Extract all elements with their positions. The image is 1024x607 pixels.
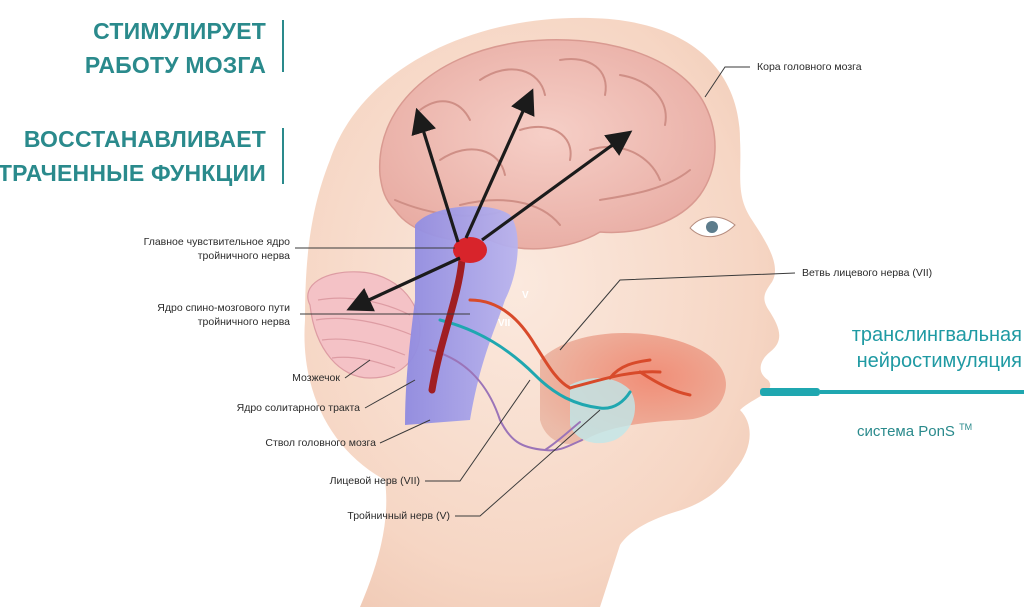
label-main-sensory-nucleus: Главное чувствительное ядро тройничного … (144, 235, 290, 263)
leader-lines (295, 66, 796, 517)
headline-stimulates-line-2: РАБОТУ МОЗГА (84, 52, 266, 78)
product-method-line-1: транслингвальная (851, 324, 1022, 346)
product-method: транслингвальная нейростимуляция (852, 322, 1022, 374)
product-system: система PonS TM (857, 422, 972, 440)
label-main-sensory-nucleus-line-1: Главное чувствительное ядро (143, 236, 290, 248)
spinal-tract (428, 256, 466, 394)
label-facial-nerve: Лицевой нерв (VII) (329, 475, 420, 487)
label-solitary-nucleus: Ядро солитарного тракта (236, 402, 360, 414)
stimulation-arrows (346, 88, 633, 312)
headline-stimulates-rule (282, 20, 284, 72)
headline-restores-line-1: ВОССТАНАВЛИВАЕТ (23, 126, 266, 152)
product-method-line-2: нейростимуляция (856, 350, 1022, 372)
pons-device (760, 388, 1024, 396)
purple-nerve-fibers (429, 349, 583, 452)
label-main-sensory-nucleus-line-2: тройничного нерва (197, 250, 290, 262)
teal-tissue (570, 378, 635, 444)
label-spinal-nucleus: Ядро спино-мозгового пути тройничного не… (157, 301, 290, 329)
product-system-name: система PonS (857, 423, 955, 440)
label-cerebellum: Мозжечок (292, 372, 340, 384)
trigeminal-nerve-path (438, 318, 632, 410)
label-brainstem: Ствол головного мозга (265, 437, 376, 449)
label-cortex: Кора головного мозга (757, 61, 862, 73)
trademark-mark: TM (959, 422, 973, 432)
headline-restores-line-2: УТРАЧЕННЫЕ ФУНКЦИИ (0, 160, 266, 186)
label-spinal-nucleus-line-2: тройничного нерва (197, 316, 290, 328)
nerve-tag-v: V (522, 290, 529, 301)
eye (689, 216, 736, 238)
nerve-tag-vii: VII (498, 318, 511, 329)
label-spinal-nucleus-line-1: Ядро спино-мозгового пути (157, 302, 290, 314)
label-facial-branch: Ветвь лицевого нерва (VII) (802, 267, 933, 279)
facial-nerve-path (468, 298, 692, 397)
headline-stimulates-line-1: СТИМУЛИРУЕТ (93, 18, 266, 44)
headline-stimulates: СТИМУЛИРУЕТ РАБОТУ МОЗГА (85, 14, 266, 82)
label-trigeminal-nerve: Тройничный нерв (V) (347, 510, 450, 522)
headline-restores-rule (282, 128, 284, 184)
headline-restores: ВОССТАНАВЛИВАЕТ УТРАЧЕННЫЕ ФУНКЦИИ (0, 122, 266, 190)
main-sensory-nucleus-dot (453, 237, 487, 263)
